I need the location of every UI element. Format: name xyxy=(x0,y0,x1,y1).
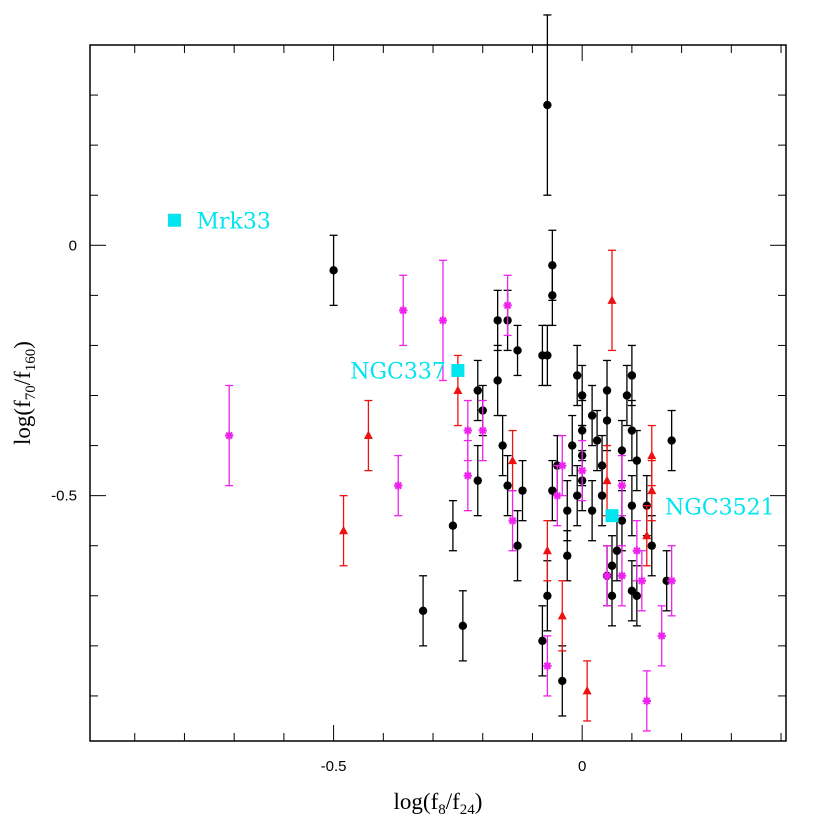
data-point xyxy=(473,386,482,395)
data-point xyxy=(573,491,582,500)
data-point xyxy=(473,476,482,485)
data-point xyxy=(399,306,408,315)
data-point xyxy=(577,466,587,475)
data-point xyxy=(543,661,552,671)
data-point xyxy=(503,301,512,310)
ticks-layer xyxy=(90,44,786,741)
series-cyan xyxy=(168,213,619,523)
data-point xyxy=(538,636,547,646)
x-tick-label: -0.5 xyxy=(321,758,347,775)
data-point xyxy=(225,431,234,440)
data-point xyxy=(168,213,182,227)
data-point xyxy=(637,576,647,585)
data-point xyxy=(543,591,552,600)
x-tick-label: 0 xyxy=(578,758,586,775)
data-point xyxy=(632,591,642,600)
data-point xyxy=(582,685,592,695)
data-point xyxy=(592,436,602,445)
data-point xyxy=(453,385,463,394)
series-magenta xyxy=(225,259,676,732)
data-point xyxy=(617,446,627,455)
data-point xyxy=(602,571,612,580)
data-point xyxy=(508,516,517,525)
data-point xyxy=(657,631,666,641)
data-point xyxy=(563,551,572,560)
data-point xyxy=(632,546,642,555)
point-annotation: Mrk33 xyxy=(197,209,271,234)
data-point xyxy=(617,571,627,580)
y-axis-title: log(f70/f160) xyxy=(10,341,39,445)
point-annotation: NGC3521 xyxy=(665,496,775,521)
data-point xyxy=(542,545,552,555)
data-point xyxy=(329,266,338,275)
data-point xyxy=(463,426,473,435)
data-point xyxy=(553,491,562,500)
data-point xyxy=(339,525,349,535)
data-point xyxy=(627,501,637,510)
data-point xyxy=(513,541,522,550)
data-point xyxy=(642,696,651,706)
y-tick-label: 0 xyxy=(69,237,77,254)
series-layer xyxy=(168,14,676,732)
data-point xyxy=(587,411,597,420)
plot-frame xyxy=(89,44,787,742)
data-point xyxy=(602,416,612,425)
data-point xyxy=(627,371,637,380)
data-point xyxy=(493,376,502,385)
data-point xyxy=(597,491,607,500)
point-annotation: NGC337 xyxy=(350,359,446,384)
data-point xyxy=(363,430,373,440)
tick-labels: -0.5 0 0 -0.5 xyxy=(51,237,586,775)
data-point xyxy=(503,481,512,490)
data-point xyxy=(463,471,473,480)
data-point xyxy=(478,426,487,435)
data-point xyxy=(558,676,567,686)
data-point xyxy=(548,291,557,300)
data-point xyxy=(493,316,502,325)
data-point xyxy=(647,450,657,460)
data-point xyxy=(607,591,617,600)
data-point xyxy=(617,516,627,525)
data-point xyxy=(647,485,657,495)
data-point xyxy=(667,436,676,445)
data-point xyxy=(438,316,448,325)
data-point xyxy=(627,426,637,435)
data-point xyxy=(563,506,572,515)
data-point xyxy=(543,351,552,360)
data-point xyxy=(587,506,597,515)
data-point xyxy=(612,546,622,555)
data-point xyxy=(543,100,552,110)
data-point xyxy=(458,621,468,631)
data-point xyxy=(568,441,577,450)
data-point xyxy=(647,541,656,550)
data-point xyxy=(602,475,612,485)
data-point xyxy=(642,530,652,540)
y-tick-label: -0.5 xyxy=(51,488,77,505)
data-point xyxy=(632,456,642,465)
data-point xyxy=(508,455,518,465)
data-point xyxy=(448,521,458,530)
data-point xyxy=(518,486,527,495)
data-point xyxy=(573,371,582,380)
data-point xyxy=(394,481,403,490)
data-point xyxy=(451,363,465,377)
data-point xyxy=(622,391,632,400)
data-point xyxy=(558,461,567,470)
data-point xyxy=(418,606,428,616)
data-point xyxy=(667,576,676,585)
series-red xyxy=(339,249,657,722)
data-point xyxy=(557,610,567,620)
data-point xyxy=(513,346,522,355)
data-point xyxy=(617,481,627,490)
data-point xyxy=(577,391,587,400)
x-axis-title: log(f8/f24) xyxy=(394,789,483,818)
data-point xyxy=(607,295,617,304)
data-point xyxy=(605,509,619,523)
data-point xyxy=(498,441,507,450)
